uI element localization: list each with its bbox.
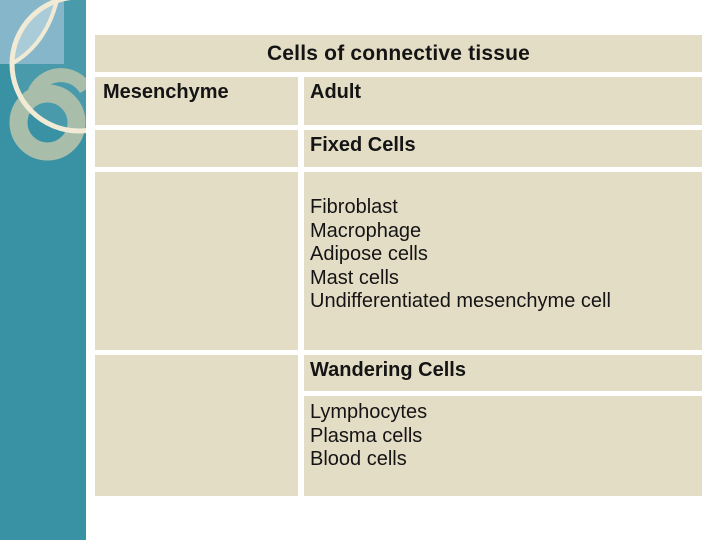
slide-title-bar: Cells of connective tissue [95,35,702,72]
list-item: Lymphocytes [310,401,428,423]
list-item: Macrophage [310,219,422,242]
right-column-header: Adult [310,81,362,103]
table-cell-empty-1 [95,130,298,167]
section-heading: Wandering Cells [310,359,466,381]
table-cell-adult: Adult [304,77,702,125]
list-item: Mast cells [310,266,399,289]
table-cell-wandering-cells-list: Lymphocytes Plasma cells Blood cells [304,396,702,496]
section-heading: Fixed Cells [310,134,416,156]
table-cell-empty-2 [95,172,298,350]
list-item: Fibroblast [310,196,398,218]
list-item: Undifferentiated mesenchyme cell [310,290,611,312]
cream-circle-icon [9,0,86,134]
table-cell-empty-3 [95,355,298,496]
table-cell-mesenchyme: Mesenchyme [95,77,298,125]
table-cell-fixed-cells-list: Fibroblast Macrophage Adipose cells Mast… [304,172,702,350]
cream-leaf-arc-icon [11,0,59,65]
list-item: Blood cells [310,448,407,470]
slide-title: Cells of connective tissue [266,41,531,65]
list-item: Plasma cells [310,424,423,447]
table-cell-fixed-cells-heading: Fixed Cells [304,130,702,167]
circles-decoration-graphic [0,0,86,540]
table-cell-wandering-cells-heading: Wandering Cells [304,355,702,391]
leaf-lens-shape [12,0,58,63]
list-item: Adipose cells [310,243,428,265]
sidebar-decoration [0,0,86,540]
sage-ring-icon [9,84,86,161]
left-column-header: Mesenchyme [103,81,229,103]
